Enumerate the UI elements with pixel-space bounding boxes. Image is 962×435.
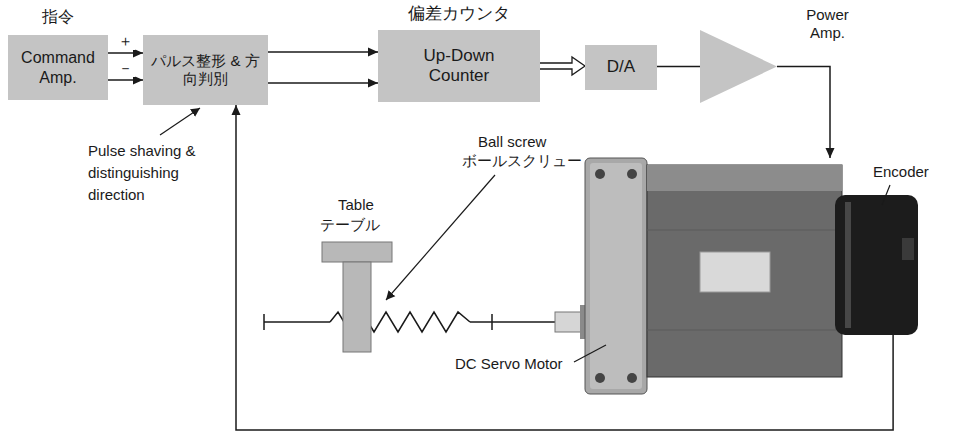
triangle-outline bbox=[700, 30, 777, 103]
bolt-hole bbox=[595, 169, 605, 179]
body-line bbox=[647, 330, 842, 331]
triangle-shape bbox=[700, 30, 777, 103]
encoder: Encoder bbox=[835, 195, 918, 335]
flange-face bbox=[590, 163, 642, 389]
node-label: Command Amp. bbox=[14, 48, 102, 86]
part-name: Ball screw bbox=[478, 133, 546, 151]
box-content: Command Amp. bbox=[8, 35, 108, 100]
connector bbox=[232, 105, 894, 430]
bus-arrow bbox=[540, 57, 585, 75]
motor-picture bbox=[555, 158, 842, 394]
part-name: テーブル bbox=[320, 216, 380, 234]
connector-line bbox=[268, 82, 378, 84]
node-label: D/A bbox=[607, 57, 635, 77]
node-heading: Encoder bbox=[873, 163, 929, 181]
body-highlight bbox=[647, 165, 842, 191]
servo-motor: DC Servo Motor bbox=[555, 158, 845, 398]
encoder-body bbox=[835, 195, 918, 335]
node-heading: 指令 bbox=[8, 7, 108, 26]
screw-end bbox=[263, 314, 265, 330]
amplifier-triangle: Power Amp. bbox=[700, 30, 777, 103]
connector bbox=[540, 57, 585, 75]
bolt-hole bbox=[595, 373, 605, 383]
bolt-hole bbox=[627, 169, 637, 179]
connector-line bbox=[777, 67, 830, 159]
screw-shaft bbox=[264, 321, 330, 323]
connector bbox=[657, 66, 700, 67]
arrow-head bbox=[826, 148, 835, 158]
node-label: パルス整形 & 方向判別 bbox=[149, 52, 262, 88]
ball-screw bbox=[264, 312, 555, 332]
leader-line bbox=[386, 175, 495, 300]
node-label: Up-Down Counter bbox=[404, 46, 514, 87]
callout-text: Pulse shaving & distinguishing direction bbox=[88, 140, 213, 205]
arrow-head bbox=[232, 105, 241, 115]
signal-label: ＋ bbox=[116, 32, 135, 50]
converter-box: D/A bbox=[585, 45, 657, 90]
encoder-picture bbox=[835, 195, 918, 335]
process-box: パルス整形 & 方向判別 bbox=[143, 35, 268, 105]
screw-end bbox=[491, 314, 493, 330]
connector bbox=[268, 79, 378, 88]
node-heading: 偏差カウンタ bbox=[378, 4, 540, 24]
box-content: Up-Down Counter bbox=[378, 30, 540, 102]
table-nut bbox=[343, 262, 371, 352]
table-shape bbox=[322, 242, 392, 352]
signal-label: － bbox=[116, 59, 135, 77]
amplifier-box: 指令Command Amp. bbox=[8, 35, 108, 100]
connector-line bbox=[657, 66, 700, 68]
encoder-highlight bbox=[845, 202, 851, 328]
box-content: パルス整形 & 方向判別 bbox=[143, 35, 268, 105]
screw-shaft bbox=[470, 321, 555, 323]
connector bbox=[268, 48, 378, 57]
bolt-hole bbox=[627, 373, 637, 383]
table-top bbox=[322, 242, 392, 262]
part-name: Table bbox=[338, 196, 374, 214]
motor-flange bbox=[585, 158, 647, 394]
motor-body bbox=[647, 165, 842, 377]
encoder-connector bbox=[902, 238, 914, 260]
leader-line bbox=[160, 108, 200, 135]
leader-line bbox=[882, 185, 890, 205]
node-heading: Power Amp. bbox=[790, 6, 865, 42]
box-content: D/A bbox=[585, 45, 657, 90]
node-heading: DC Servo Motor bbox=[455, 355, 563, 373]
arrow-head bbox=[368, 79, 378, 88]
part-name: ボールスクリュー bbox=[462, 152, 582, 170]
counter-box: 偏差カウンタUp-Down Counter bbox=[378, 30, 540, 102]
connector-line bbox=[268, 51, 378, 53]
name-plate bbox=[700, 252, 770, 292]
arrow-head bbox=[368, 48, 378, 57]
leader-line bbox=[574, 345, 606, 362]
connector-line bbox=[236, 105, 893, 430]
body-line bbox=[647, 230, 842, 231]
connector bbox=[777, 67, 835, 159]
